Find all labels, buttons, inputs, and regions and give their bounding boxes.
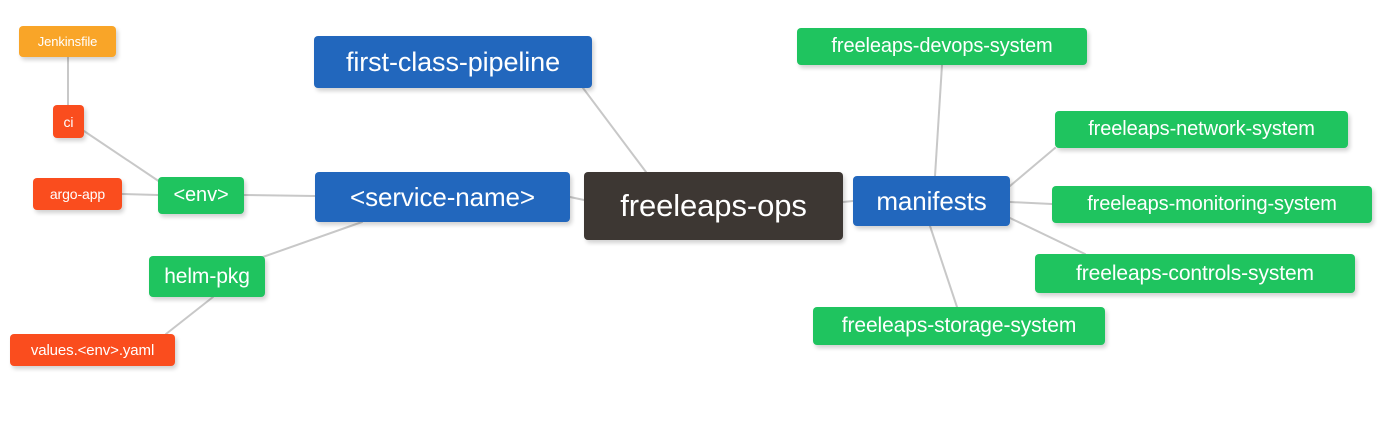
node-freeleaps-network-system[interactable]: freeleaps-network-system — [1055, 111, 1348, 148]
node-freeleaps-devops-system[interactable]: freeleaps-devops-system — [797, 28, 1087, 65]
link-values-yaml-to-helm-pkg — [165, 296, 214, 335]
link-ci-to-env — [83, 130, 161, 183]
link-argo-app-to-env — [121, 193, 159, 196]
link-freeleaps-ops-to-manifests — [842, 200, 854, 203]
node-argo-app[interactable]: argo-app — [33, 178, 122, 210]
node-helm-pkg[interactable]: helm-pkg — [149, 256, 265, 297]
link-manifests-to-freeleaps-devops-system — [934, 64, 943, 177]
node-freeleaps-controls-system[interactable]: freeleaps-controls-system — [1035, 254, 1355, 293]
node-jenkinsfile[interactable]: Jenkinsfile — [19, 26, 116, 57]
node-freeleaps-storage-system[interactable]: freeleaps-storage-system — [813, 307, 1105, 345]
link-manifests-to-freeleaps-controls-system — [1009, 217, 1086, 255]
node-freeleaps-ops[interactable]: freeleaps-ops — [584, 172, 843, 240]
link-service-name-to-freeleaps-ops — [569, 196, 585, 201]
link-first-class-pipeline-to-freeleaps-ops — [582, 87, 647, 173]
link-manifests-to-freeleaps-monitoring-system — [1009, 201, 1053, 205]
node-env[interactable]: <env> — [158, 177, 244, 214]
link-helm-pkg-to-service-name — [259, 221, 363, 259]
link-env-to-service-name — [243, 194, 316, 197]
node-service-name[interactable]: <service-name> — [315, 172, 570, 222]
link-manifests-to-freeleaps-storage-system — [929, 225, 958, 308]
node-ci[interactable]: ci — [53, 105, 84, 138]
node-values-yaml[interactable]: values.<env>.yaml — [10, 334, 175, 366]
node-first-class-pipeline[interactable]: first-class-pipeline — [314, 36, 592, 88]
link-manifests-to-freeleaps-network-system — [1009, 147, 1056, 187]
node-freeleaps-monitoring-system[interactable]: freeleaps-monitoring-system — [1052, 186, 1372, 223]
node-manifests[interactable]: manifests — [853, 176, 1010, 226]
